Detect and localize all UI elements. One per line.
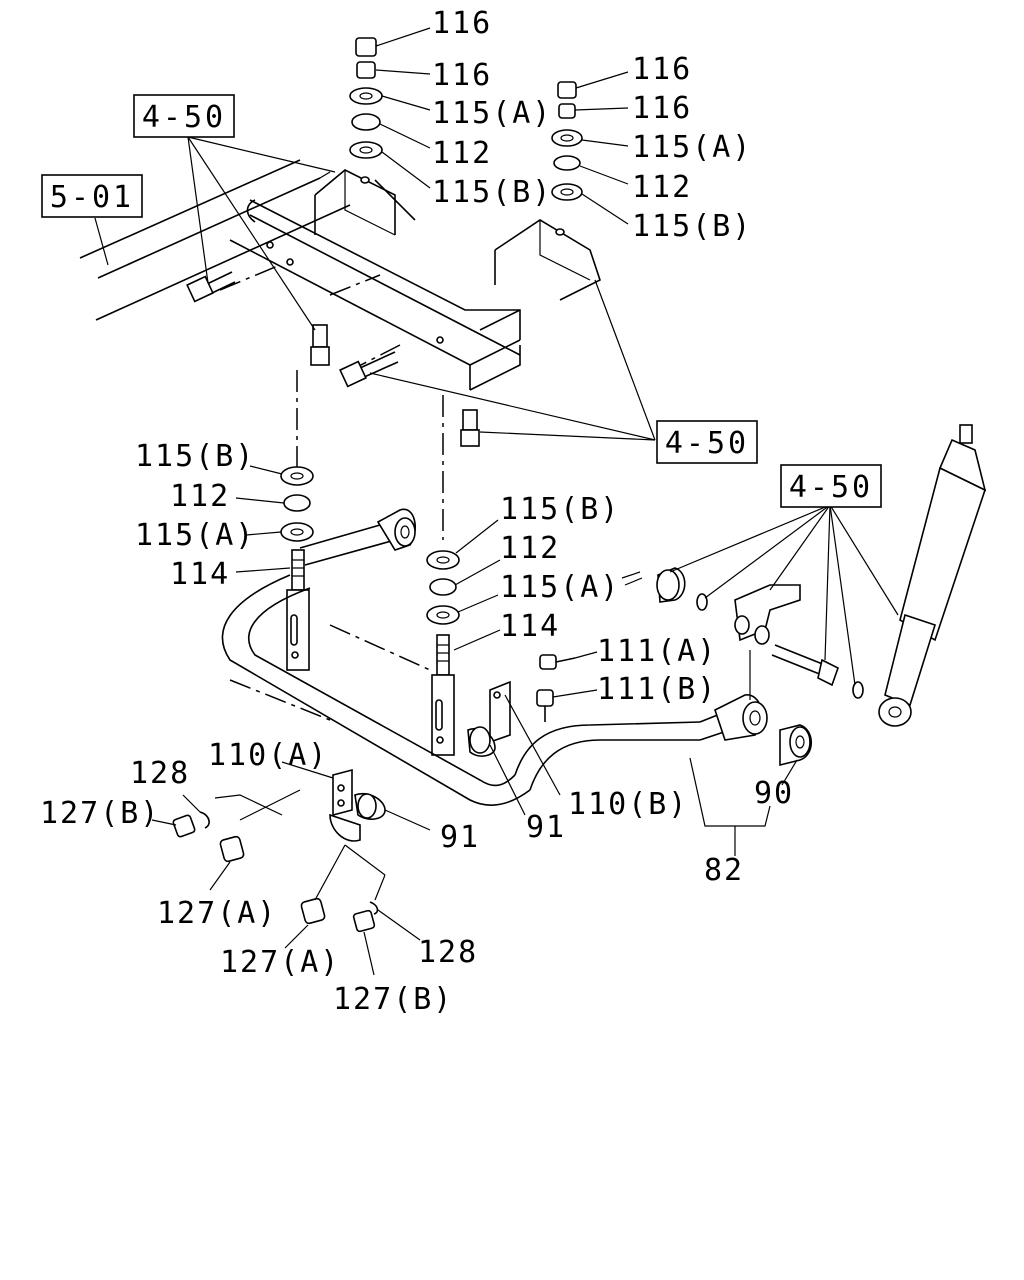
bolt-111a [539,651,598,670]
stabilizer-bar [221,508,768,806]
bracket-right [734,584,801,645]
label-112: 112 [632,170,692,205]
label-116: 116 [432,6,492,41]
label-90: 90 [754,776,794,811]
ref-box-4-50-mid[interactable]: 4-50 [656,420,758,464]
link-rod-left [235,549,310,671]
frame-bolt-left [186,271,236,303]
nut-127a-upper [209,835,245,891]
nut-127b-lower [352,909,376,976]
label-114: 114 [500,609,560,644]
label-115a: 115(A) [432,96,552,131]
label-116: 116 [432,58,492,93]
label-115b: 115(B) [632,209,752,244]
shock-absorber [878,424,987,727]
label-115b: 115(B) [500,492,620,527]
bolt-111b [536,689,598,722]
frame-bolt-vertical-left [310,324,330,366]
label-112: 112 [500,531,560,566]
washer-stack-left [349,37,383,159]
leader-lines-ref-4-50-top [187,136,336,331]
upper-bushing-right [621,567,708,611]
frame-bolt-center [339,351,399,388]
label-82: 82 [704,853,744,888]
ref-box-4-50-right-label: 4-50 [789,470,873,505]
washer-stack-lower-right [426,519,501,625]
label-127a: 127(A) [220,945,340,980]
washer-128-lower [369,901,421,941]
label-128: 128 [130,756,190,791]
clamp-110a [214,761,431,901]
leader-5-01 [94,217,109,266]
leader-lines-top [375,27,629,225]
label-128: 128 [418,935,478,970]
label-115a: 115(A) [500,570,620,605]
label-114: 114 [170,557,230,592]
link-rod-right [431,629,501,756]
washer-stack-right [551,81,583,201]
label-110b: 110(B) [568,787,688,822]
part-labels: 116 116 115(A) 112 115(B) 116 116 115(A)… [40,6,794,1017]
nut-127b-upper [151,814,196,838]
label-110a: 110(A) [208,738,328,773]
ref-box-5-01-label: 5-01 [50,180,134,215]
frame-bolt-vertical-right [460,409,480,447]
bushing-90 [779,724,813,786]
label-112: 112 [432,136,492,171]
label-112: 112 [170,479,230,514]
leader-lines-ref-4-50-mid [369,279,656,441]
label-111b: 111(B) [597,672,717,707]
label-116: 116 [632,52,692,87]
washer-stack-lower-left [235,465,314,542]
ref-box-5-01[interactable]: 5-01 [41,174,143,218]
label-127b: 127(B) [40,796,160,831]
washer-128-upper [182,794,210,829]
label-115b: 115(B) [432,175,552,210]
label-116: 116 [632,91,692,126]
ref-box-4-50-top-label: 4-50 [142,100,226,135]
ref-box-4-50-right[interactable]: 4-50 [780,464,882,508]
label-111a: 111(A) [597,634,717,669]
clamp-110b [467,680,561,816]
ref-box-4-50-top[interactable]: 4-50 [133,94,235,138]
label-115a: 115(A) [632,130,752,165]
label-91: 91 [526,810,566,845]
label-127b: 127(B) [333,982,453,1017]
nut-127a-lower [284,844,346,949]
bolt-right [771,644,864,699]
frame-crossmember [79,159,601,391]
label-115b: 115(B) [135,439,255,474]
label-91: 91 [440,820,480,855]
label-115a: 115(A) [135,518,255,553]
ref-box-4-50-mid-label: 4-50 [665,426,749,461]
leader-lines-ref-4-50-right [669,504,899,686]
label-127a: 127(A) [157,896,277,931]
